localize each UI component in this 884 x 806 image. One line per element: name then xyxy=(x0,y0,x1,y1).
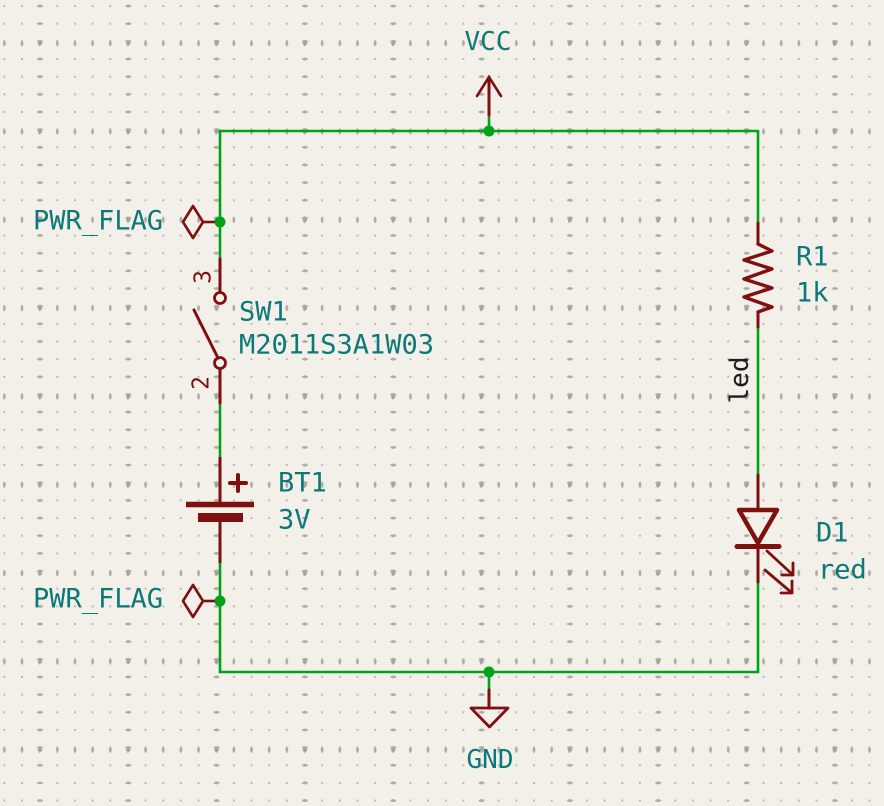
switch-symbol[interactable] xyxy=(192,257,227,405)
led-symbol[interactable] xyxy=(734,473,795,595)
junction-pwr-flag-bottom[interactable] xyxy=(214,595,226,607)
pwr-flag-top-diamond xyxy=(181,204,205,240)
gnd-label[interactable]: GND xyxy=(466,744,514,775)
resistor-symbol[interactable] xyxy=(742,221,774,329)
resistor-value[interactable]: 1k xyxy=(796,277,829,309)
led-triangle xyxy=(736,507,780,546)
switch-pin2-number: 2 xyxy=(188,376,215,390)
resistor-ref[interactable]: R1 xyxy=(796,241,829,273)
battery-symbol[interactable] xyxy=(186,457,254,563)
led-value[interactable]: red xyxy=(818,554,867,586)
switch-ref[interactable]: SW1 xyxy=(239,296,288,328)
junction-gnd[interactable] xyxy=(483,666,495,678)
wires xyxy=(218,113,760,692)
led-arrow-1 xyxy=(765,549,795,577)
vcc-arrow-head xyxy=(475,74,503,98)
led-ref[interactable]: D1 xyxy=(816,517,849,549)
junction-vcc[interactable] xyxy=(483,125,495,137)
vcc-power-symbol[interactable] xyxy=(475,74,503,117)
led-arrow-2 xyxy=(763,568,794,595)
junctions xyxy=(214,125,495,678)
battery-value[interactable]: 3V xyxy=(278,504,311,536)
net-label-led[interactable]: led xyxy=(725,356,755,404)
pwr-flag-bottom-diamond xyxy=(181,583,205,619)
pwr-flag-bottom-label[interactable]: PWR_FLAG xyxy=(33,583,164,615)
switch-contact-top xyxy=(213,291,227,305)
pwr-flag-top-label[interactable]: PWR_FLAG xyxy=(33,205,164,237)
switch-value[interactable]: M2011S3A1W03 xyxy=(239,329,435,361)
led-emission-arrows xyxy=(763,549,795,595)
switch-contact-bottom xyxy=(213,356,227,370)
battery-plus-sign xyxy=(228,473,248,493)
pwr-flag-symbol-top[interactable] xyxy=(181,204,215,240)
vcc-label[interactable]: VCC xyxy=(464,26,512,57)
gnd-triangle xyxy=(469,706,510,729)
pwr-flag-symbol-bottom[interactable] xyxy=(181,583,215,619)
switch-pin3-number: 3 xyxy=(190,270,217,284)
junction-pwr-flag-top[interactable] xyxy=(214,216,226,228)
gnd-power-symbol[interactable] xyxy=(469,688,510,729)
resistor-zigzag xyxy=(742,242,774,314)
switch-lever xyxy=(192,308,219,358)
battery-ref[interactable]: BT1 xyxy=(278,467,327,499)
